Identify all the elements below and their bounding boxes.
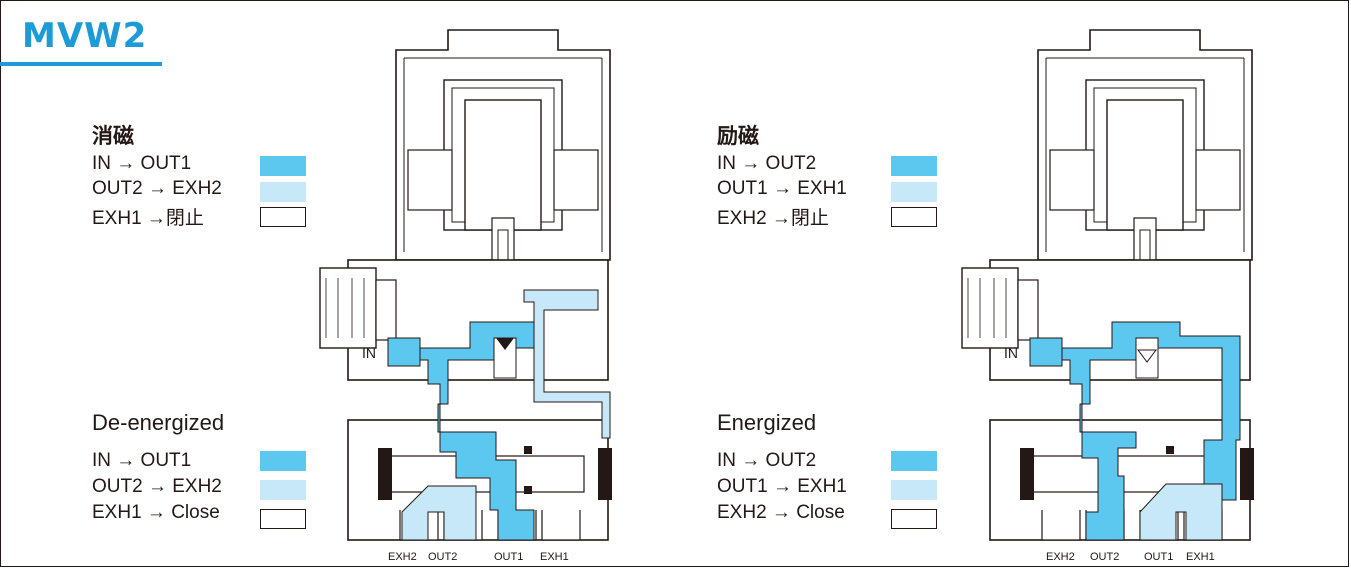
port-label: EXH2 [388,551,417,563]
legend-row: EXH2 →閉止 [717,208,829,229]
legend-heading: 消磁 [92,124,134,148]
port-label: OUT2 [1090,551,1119,563]
valve-energized: IN EXH2 OUT2 OUT1 EXH1 [961,29,1255,563]
title-underline [0,62,162,66]
swatch-high-pressure [891,156,937,176]
legend-row: IN → OUT2 [717,153,817,174]
legend-left-en: De-energized IN → OUT1 OUT2 → EXH2 EXH1 … [92,410,306,529]
port-label: OUT1 [1144,551,1173,563]
legend-row: OUT1 → EXH1 [717,178,847,199]
swatch-closed [260,509,306,529]
swatch-exhaust [260,480,306,500]
swatch-exhaust [891,182,937,202]
swatch-high-pressure [260,451,306,471]
port-label: EXH2 [1046,551,1075,563]
port-label: EXH1 [540,551,569,563]
port-label: OUT1 [494,551,523,563]
legend-row: IN → OUT1 [92,450,192,471]
legend-row: OUT2 → EXH2 [92,178,222,199]
swatch-exhaust [891,480,937,500]
legend-heading: Energized [717,410,817,435]
swatch-exhaust [260,182,306,202]
swatch-closed [891,207,937,227]
port-label: EXH1 [1186,551,1215,563]
swatch-closed [260,207,306,227]
legend-right-jp: 励磁 IN → OUT2 OUT1 → EXH1 EXH2 →閉止 [717,120,937,229]
legend-heading: De-energized [92,410,225,435]
swatch-high-pressure [891,451,937,471]
legend-row: OUT1 → EXH1 [717,476,847,497]
page-title: MVW2 [22,16,148,56]
valve-deenergized: IN EXH2 OUT2 OUT1 EXH1 [319,29,613,563]
legend-right-en: Energized IN → OUT2 OUT1 → EXH1 EXH2 → C… [717,410,937,529]
in-port-label: IN [362,345,376,361]
legend-row: EXH1 → Close [92,502,220,523]
port-label: OUT2 [428,551,457,563]
legend-row: EXH2 → Close [717,502,845,523]
swatch-high-pressure [260,156,306,176]
legend-row: IN → OUT2 [717,450,817,471]
legend-row: OUT2 → EXH2 [92,476,222,497]
legend-row: IN → OUT1 [92,153,192,174]
swatch-closed [891,509,937,529]
legend-left-jp: 消磁 IN → OUT1 OUT2 → EXH2 EXH1 →閉止 [92,120,306,229]
legend-row: EXH1 →閉止 [92,208,204,229]
in-port-label: IN [1004,345,1018,361]
legend-heading: 励磁 [717,124,759,148]
